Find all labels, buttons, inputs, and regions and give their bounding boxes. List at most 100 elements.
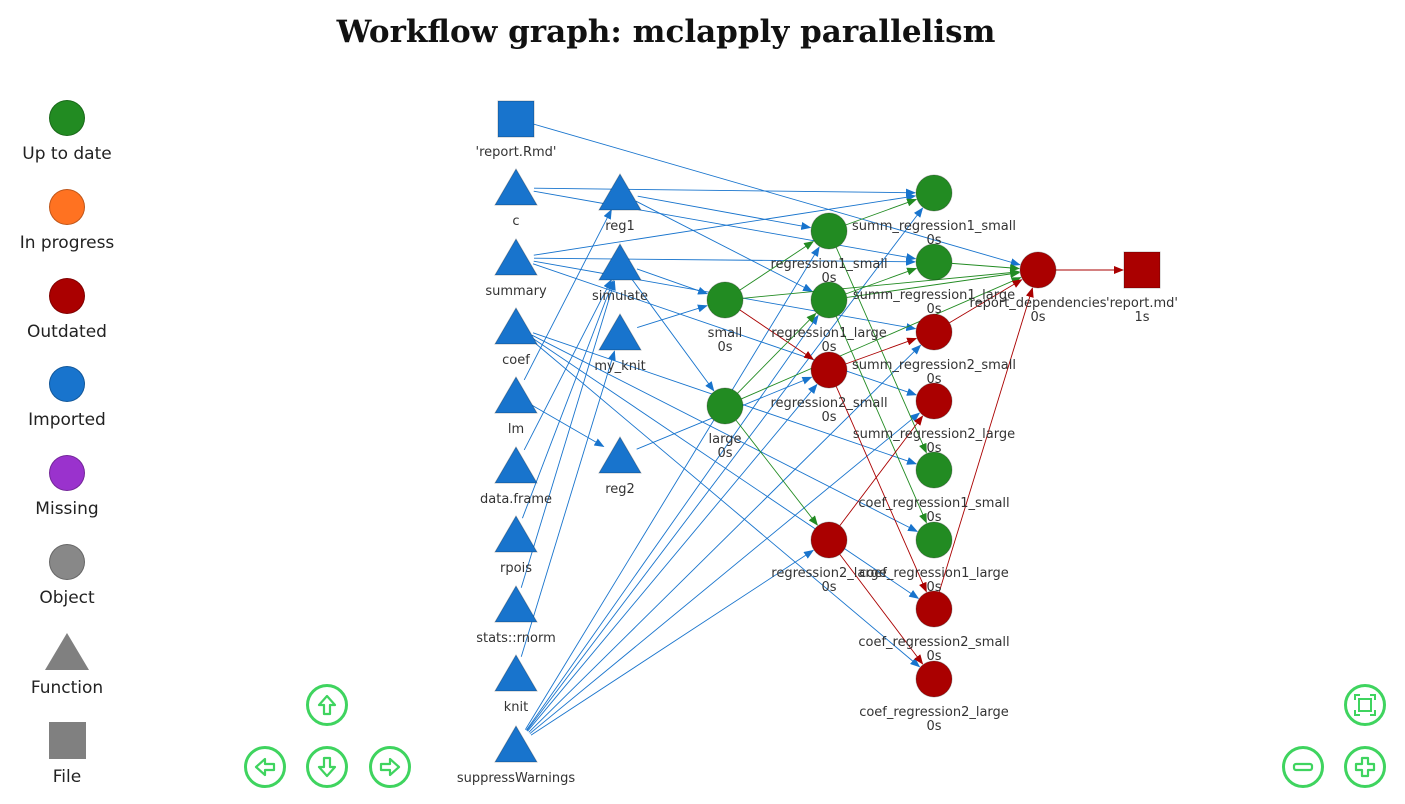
legend-label: Function: [30, 678, 104, 698]
edge-large-to-rdeps: [741, 277, 1022, 400]
edge-summary-to-sr1s: [533, 193, 917, 256]
node-time: 0s: [926, 441, 941, 456]
edge-coef-to-cr2s: [530, 336, 920, 599]
edge-cr2s-to-rdeps: [938, 287, 1034, 592]
node-summary[interactable]: summary: [485, 238, 547, 299]
edge-reg1-to-r1l: [635, 200, 813, 292]
node-time: 0s: [926, 372, 941, 387]
nav-right-button[interactable]: [369, 746, 411, 788]
node-circle-icon: [915, 382, 953, 420]
zoom-in-button[interactable]: [1344, 746, 1386, 788]
edge-suppress-to-r2l: [530, 549, 814, 736]
node-rnorm[interactable]: stats::rnorm: [476, 585, 556, 646]
node-c[interactable]: c: [494, 168, 538, 229]
zoom-out-button[interactable]: [1282, 746, 1324, 788]
edge-suppress-to-sr1s: [526, 207, 924, 731]
legend-item-object: Object: [0, 544, 134, 608]
edge-r2s-to-cr2s: [835, 386, 927, 593]
node-report_md[interactable]: 'report.md'1s: [1106, 251, 1178, 325]
node-lm[interactable]: lm: [494, 376, 538, 437]
node-time: 0s: [926, 649, 941, 664]
edge-small-to-r1s: [739, 240, 815, 291]
node-my_knit[interactable]: my_knit: [594, 313, 646, 374]
node-triangle-icon: [598, 243, 642, 281]
node-label: regression2_large: [771, 566, 886, 581]
legend-item-imported: Imported: [0, 366, 134, 430]
edge-suppress-to-sr2l: [529, 412, 921, 734]
node-time: 0s: [926, 302, 941, 317]
node-time: 0s: [926, 580, 941, 595]
node-label: summary: [485, 284, 547, 299]
node-label: data.frame: [480, 492, 552, 507]
node-label: coef_regression2_small: [858, 635, 1009, 650]
edge-r1s-to-cr1s: [835, 247, 927, 454]
node-circle-icon: [810, 521, 848, 559]
node-circle-icon: [915, 174, 953, 212]
node-circle-icon: [915, 243, 953, 281]
node-data_frame[interactable]: data.frame: [480, 446, 552, 507]
node-circle-icon: [810, 351, 848, 389]
edge-summary-to-sr1l: [533, 257, 917, 266]
node-label: small: [708, 326, 743, 341]
node-suppress[interactable]: suppressWarnings: [457, 725, 576, 786]
node-label: rpois: [500, 561, 532, 576]
node-label: my_knit: [594, 359, 645, 374]
edge-suppress-to-r2s: [527, 383, 818, 732]
legend-item-in-progress: In progress: [0, 189, 134, 253]
node-label: large: [709, 432, 742, 447]
edge-simulate-to-small: [636, 268, 709, 295]
edge-summary-to-sr2l: [532, 263, 917, 396]
node-label: suppressWarnings: [457, 771, 576, 786]
nav-up-button[interactable]: [306, 684, 348, 726]
edge-c-to-sr1s: [533, 187, 917, 197]
node-label: regression2_small: [770, 396, 887, 411]
legend-circle-icon: [49, 189, 85, 225]
node-report_rmd[interactable]: 'report.Rmd': [476, 100, 557, 160]
node-coef[interactable]: coef: [494, 307, 538, 368]
node-reg1[interactable]: reg1: [598, 173, 642, 234]
nav-down-button[interactable]: [306, 746, 348, 788]
node-label: summ_regression1_small: [852, 219, 1016, 234]
legend-label: Missing: [35, 499, 99, 519]
minus-icon: [1292, 762, 1314, 772]
legend-item-function: Function: [0, 633, 134, 698]
node-simulate[interactable]: simulate: [592, 243, 648, 304]
arrow-left-icon: [254, 757, 276, 777]
nav-left-button[interactable]: [244, 746, 286, 788]
node-knit[interactable]: knit: [494, 654, 538, 715]
node-triangle-icon: [598, 173, 642, 211]
node-rpois[interactable]: rpois: [494, 515, 538, 576]
legend-label: Outdated: [27, 322, 107, 342]
edge-r2l-to-cr2l: [839, 554, 924, 665]
zoom-fit-button[interactable]: [1344, 684, 1386, 726]
node-label: report_dependencies: [970, 296, 1107, 311]
node-circle-icon: [915, 313, 953, 351]
edge-report_rmd-to-rdeps: [533, 123, 1021, 267]
node-label: regression1_small: [770, 257, 887, 272]
node-square-icon: [1123, 251, 1161, 289]
legend-square-icon: [48, 722, 86, 759]
node-time: 0s: [717, 446, 732, 461]
node-label: summ_regression2_large: [853, 427, 1015, 442]
legend: Up to date In progress Outdated Imported…: [0, 0, 135, 804]
edge-r1l-to-sr1l: [845, 267, 918, 295]
node-label: coef_regression1_large: [859, 566, 1009, 581]
node-reg2[interactable]: reg2: [598, 436, 642, 497]
legend-item-file: File: [0, 722, 134, 787]
